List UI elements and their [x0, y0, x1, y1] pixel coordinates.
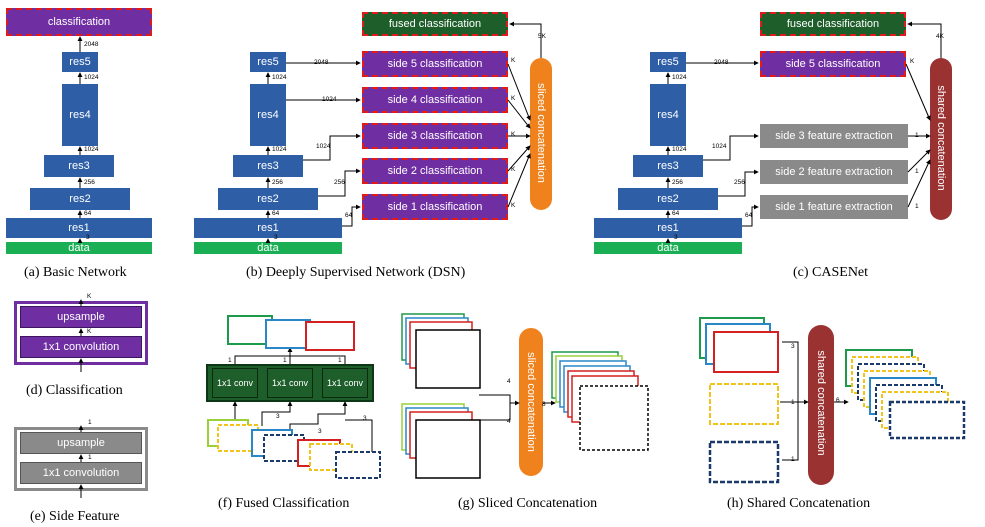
dim-label: 1024: [84, 146, 99, 153]
data-block: data: [594, 242, 742, 254]
side5-classification-block: side 5 classification: [760, 51, 906, 77]
shared-concatenation-block: [930, 58, 952, 220]
conv-block: 1x1 conv: [322, 368, 368, 398]
dim-label: 6: [836, 397, 840, 404]
dim-label: 256: [734, 179, 745, 186]
res5-block: res5: [650, 52, 686, 72]
fused-classification-block: fused classification: [362, 12, 508, 36]
res4-block: res4: [62, 84, 98, 146]
res1-block: res1: [6, 218, 152, 238]
dim-label: 1024: [272, 146, 287, 153]
res3-block: res3: [44, 155, 114, 177]
dim-label: 1024: [712, 143, 727, 150]
dim-label: 1: [283, 357, 287, 364]
side2-feature-block: side 2 feature extraction: [760, 160, 908, 184]
dim-label: 3: [276, 413, 280, 420]
dim-label: 3: [791, 343, 795, 350]
dim-label: 8: [542, 401, 546, 408]
classification-block: classification: [6, 8, 152, 36]
dim-label: 2048: [84, 41, 99, 48]
side1-classification-block: side 1 classification: [362, 194, 508, 220]
caption-f: (f) Fused Classification: [218, 496, 350, 511]
res3-block: res3: [633, 155, 703, 177]
res5-block: res5: [250, 52, 286, 72]
dim-label: 4K: [936, 33, 944, 40]
dim-label: 3: [274, 234, 278, 241]
res2-block: res2: [218, 188, 318, 210]
dim-label: K: [910, 58, 915, 65]
dim-label: 4: [507, 418, 511, 425]
dim-label: 1: [338, 357, 342, 364]
res3-block: res3: [233, 155, 303, 177]
dim-label: 1: [915, 203, 919, 210]
dim-label: 256: [672, 179, 683, 186]
upsample-block: upsample: [20, 432, 142, 454]
dim-label: 5K: [538, 33, 546, 40]
res4-block: res4: [650, 84, 686, 146]
dim-label: 1024: [672, 74, 687, 81]
caption-b: (b) Deeply Supervised Network (DSN): [246, 265, 466, 280]
res5-block: res5: [62, 52, 98, 72]
res4-block: res4: [250, 84, 286, 146]
caption-c: (c) CASENet: [793, 265, 869, 280]
conv-block: 1x1 conv: [212, 368, 258, 398]
side4-classification-block: side 4 classification: [362, 87, 508, 113]
data-block: data: [194, 242, 342, 254]
caption-h: (h) Shared Concatenation: [727, 496, 871, 511]
dim-label: K: [511, 131, 516, 138]
conv-block: 1x1 convolution: [20, 462, 142, 484]
dim-label: 1024: [272, 74, 287, 81]
dim-label: 1: [88, 454, 92, 461]
upsample-block: upsample: [20, 306, 142, 328]
dim-label: 4: [507, 378, 511, 385]
dim-label: 64: [84, 210, 92, 217]
data-block: data: [6, 242, 152, 254]
res1-block: res1: [194, 218, 342, 238]
res2-block: res2: [618, 188, 718, 210]
res2-block: res2: [30, 188, 130, 210]
fused-classification-block: fused classification: [760, 12, 906, 36]
side3-feature-block: side 3 feature extraction: [760, 124, 908, 148]
dim-label: 64: [745, 212, 753, 219]
dim-label: K: [87, 293, 92, 300]
dim-label: K: [511, 166, 516, 173]
dim-label: 3: [363, 415, 367, 422]
conv-block: 1x1 convolution: [20, 336, 142, 358]
sliced-concatenation-block: [530, 58, 552, 210]
side5-classification-block: side 5 classification: [362, 51, 508, 77]
dim-label: 1024: [84, 74, 99, 81]
dim-label: 64: [672, 210, 680, 217]
dim-label: 1: [228, 357, 232, 364]
dim-label: 64: [272, 210, 280, 217]
caption-e: (e) Side Feature: [30, 509, 120, 524]
dim-label: 3: [86, 234, 90, 241]
dim-label: 3: [318, 428, 322, 435]
dim-label: 64: [345, 212, 353, 219]
dim-label: K: [511, 95, 516, 102]
caption-a: (a) Basic Network: [24, 265, 127, 280]
side1-feature-block: side 1 feature extraction: [760, 195, 908, 219]
caption-g: (g) Sliced Concatenation: [458, 496, 598, 511]
dim-label: 1: [915, 168, 919, 175]
caption-d: (d) Classification: [26, 383, 123, 398]
dim-label: 1024: [672, 146, 687, 153]
shared-concatenation-block: [808, 325, 834, 485]
conv-block: 1x1 conv: [267, 368, 313, 398]
dim-label: K: [511, 57, 516, 64]
dim-label: 1: [88, 419, 92, 426]
side2-classification-block: side 2 classification: [362, 158, 508, 184]
dim-label: 3: [674, 234, 678, 241]
sliced-concatenation-block: [519, 328, 543, 476]
res1-block: res1: [594, 218, 742, 238]
dim-label: 256: [84, 179, 95, 186]
side3-classification-block: side 3 classification: [362, 123, 508, 149]
dim-label: K: [87, 328, 92, 335]
dim-label: 256: [272, 179, 283, 186]
dim-label: K: [511, 202, 516, 209]
dim-label: 256: [334, 179, 345, 186]
dim-label: 1024: [316, 143, 331, 150]
